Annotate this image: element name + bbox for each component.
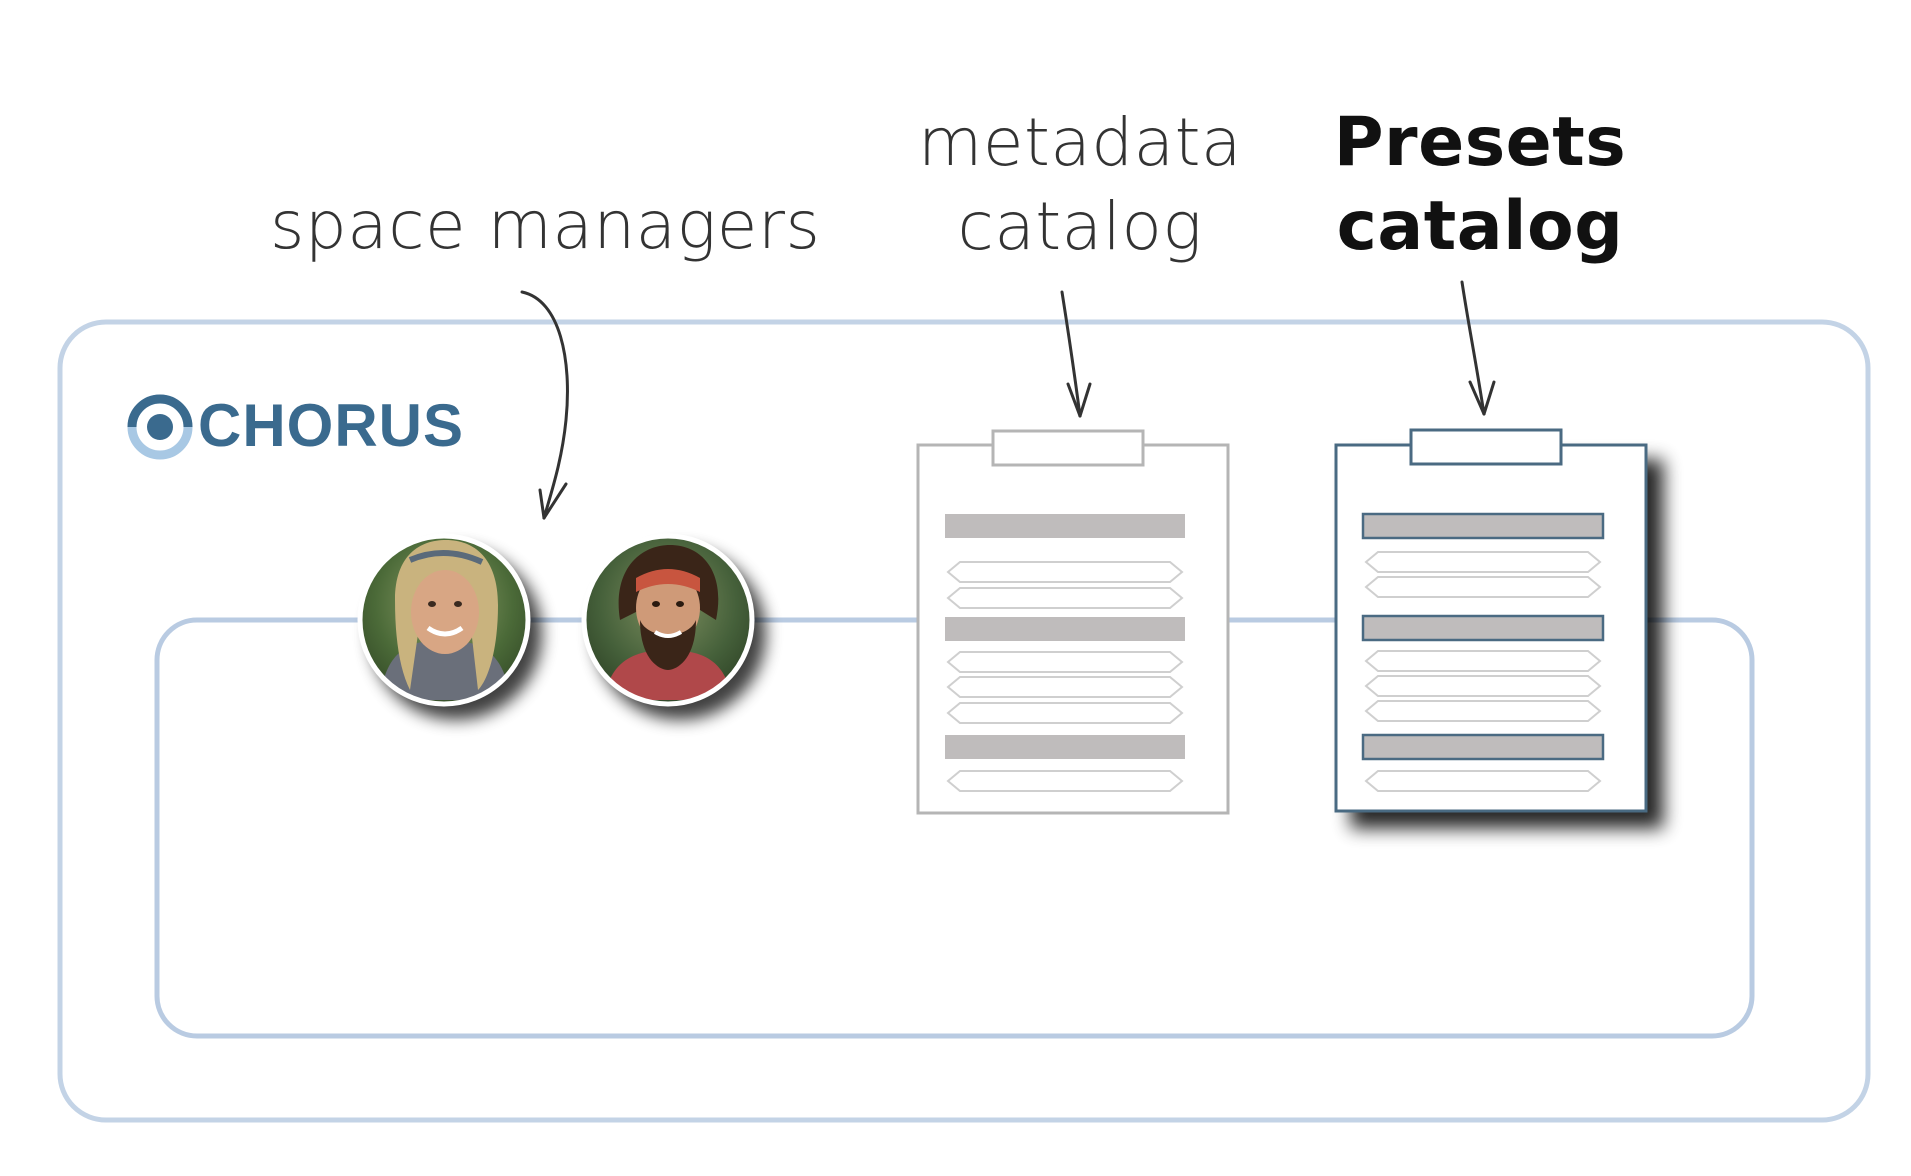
outer-frame <box>57 319 1871 1123</box>
metadata-row <box>946 770 1184 792</box>
metadata-row <box>946 587 1184 609</box>
presets-row <box>1364 675 1602 697</box>
metadata-row-header <box>945 617 1185 641</box>
presets-row-header <box>1361 512 1605 540</box>
arrow-icon <box>520 290 569 520</box>
presets-catalog-line2: catalog <box>1336 187 1624 266</box>
metadata-row-header <box>945 514 1185 538</box>
metadata-catalog-clipboard <box>916 429 1230 815</box>
avatar <box>581 533 755 707</box>
space-managers-label: space managers <box>270 187 821 264</box>
presets-row <box>1364 650 1602 672</box>
metadata-row <box>946 702 1184 724</box>
metadata-catalog-line2: catalog <box>957 188 1203 265</box>
presets-row <box>1364 576 1602 598</box>
metadata-row-header <box>945 735 1185 759</box>
presets-row <box>1364 770 1602 792</box>
arrow-icon <box>1460 280 1496 416</box>
presets-row <box>1364 551 1602 573</box>
metadata-row <box>946 651 1184 673</box>
metadata-row <box>946 561 1184 583</box>
chorus-logo-text: CHORUS <box>198 392 465 459</box>
presets-catalog-clipboard <box>1334 428 1648 813</box>
presets-catalog-line1: Presets <box>1333 103 1627 182</box>
avatar <box>357 533 531 707</box>
presets-row-header <box>1361 733 1605 761</box>
metadata-catalog-label: metadata catalog <box>910 101 1250 269</box>
metadata-catalog-line1: metadata <box>918 104 1242 181</box>
arrow-icon <box>1060 290 1092 418</box>
presets-catalog-label: Presets catalog <box>1330 101 1630 269</box>
metadata-row <box>946 676 1184 698</box>
presets-row-header <box>1361 614 1605 642</box>
presets-row <box>1364 700 1602 722</box>
chorus-logo-icon <box>127 394 193 460</box>
